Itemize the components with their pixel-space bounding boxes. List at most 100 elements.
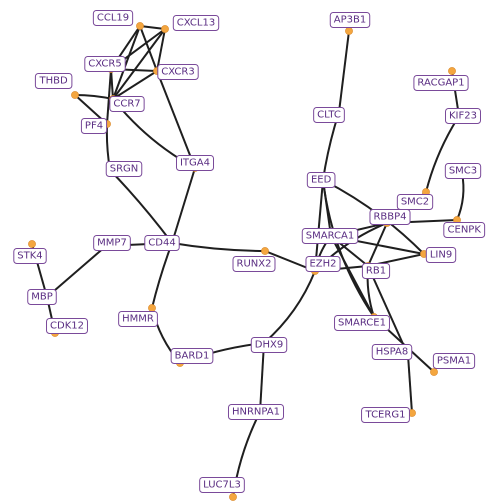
node-label-text: RACGAP1	[417, 78, 464, 89]
node-label-cd44: CD44	[144, 235, 180, 251]
edge-ccl19-ccr7	[112, 25, 141, 100]
node-label-hmmr: HMMR	[118, 311, 158, 327]
node-label-box	[250, 337, 288, 353]
node-label-box	[175, 155, 215, 171]
node-label-text: HSPA8	[376, 347, 408, 358]
node-racgap1	[448, 67, 456, 75]
node-label-ccr7: CCR7	[109, 96, 145, 112]
node-label-kif23: KIF23	[445, 108, 481, 124]
node-label-box	[361, 263, 391, 279]
node-label-cxcr5: CXCR5	[84, 56, 126, 72]
node-label-pf4: PF4	[80, 118, 108, 134]
edge-smc3-cenpk	[456, 172, 465, 221]
node-label-runx2: RUNX2	[232, 256, 276, 272]
node-label-box	[157, 64, 199, 80]
node-label-box	[172, 15, 220, 31]
edge-kif23-smc2	[425, 115, 460, 193]
node-label-box	[105, 161, 143, 177]
node-label-box	[305, 256, 341, 272]
node-label-box	[27, 289, 57, 305]
node-label-box	[329, 12, 371, 28]
edge-mmp7-mbp	[46, 245, 107, 298]
node-hmmr	[148, 304, 156, 312]
node-label-text: PSMA1	[437, 356, 471, 367]
node-label-psma1: PSMA1	[432, 353, 476, 369]
node-label-box	[334, 315, 390, 331]
node-ccl19	[136, 22, 144, 30]
node-label-thbd: THBD	[34, 73, 73, 89]
edge-cxcl13-ccr7	[112, 28, 166, 100]
node-label-text: EZH2	[309, 259, 336, 270]
node-label-text: CXCR3	[161, 67, 194, 78]
node-label-box	[144, 235, 180, 251]
node-runx2	[261, 247, 269, 255]
edge-cxcr5-pf4	[106, 68, 112, 125]
node-ap3b1	[345, 27, 353, 35]
node-label-bard1: BARD1	[170, 348, 214, 364]
node-label-box	[46, 318, 88, 334]
node-label-text: AP3B1	[334, 15, 366, 26]
node-label-text: HMMR	[122, 314, 154, 325]
edge-itga4-cd44	[171, 167, 196, 244]
node-label-box	[306, 172, 336, 188]
node-luc7l3	[229, 493, 237, 501]
node-label-smarce1: SMARCE1	[334, 315, 390, 331]
node-label-text: CLTC	[317, 110, 341, 121]
node-label-stk4: STK4	[13, 248, 47, 264]
node-label-hnrnpa1: HNRNPA1	[227, 404, 285, 420]
node-label-box	[361, 407, 410, 423]
edge-hspa8-tcerg1	[407, 354, 413, 414]
node-label-text: HNRNPA1	[232, 407, 280, 418]
node-label-box	[432, 353, 476, 369]
node-label-box	[443, 222, 486, 238]
node-label-box	[396, 194, 434, 210]
edge-dhx9-hnrnpa1	[259, 342, 265, 413]
node-label-text: CD44	[148, 238, 175, 249]
node-label-text: STK4	[17, 251, 42, 262]
edge-dhx9-ezh2	[263, 270, 316, 344]
node-label-text: RB1	[366, 266, 386, 277]
node-label-mbp: MBP	[27, 289, 57, 305]
node-label-text: CDK12	[50, 321, 84, 332]
node-label-box	[170, 348, 214, 364]
node-label-text: SMC2	[401, 197, 429, 208]
node-label-text: SRGN	[110, 164, 139, 175]
node-label-rb1: RB1	[361, 263, 391, 279]
node-label-text: PF4	[85, 121, 103, 132]
edge-ap3b1-cltc	[338, 30, 350, 113]
node-label-mmp7: MMP7	[93, 235, 131, 251]
node-label-text: ITGA4	[180, 158, 210, 169]
node-label-hspa8: HSPA8	[371, 344, 413, 360]
edge-runx2-cd44	[171, 242, 266, 252]
node-label-text: TCERG1	[365, 410, 406, 421]
node-label-text: CENPK	[448, 225, 482, 236]
node-label-box	[227, 404, 285, 420]
edge-ccl19-cxcr3	[139, 25, 158, 72]
node-label-text: EED	[311, 175, 332, 186]
node-label-text: CXCL13	[177, 18, 215, 29]
node-label-smc2: SMC2	[396, 194, 434, 210]
node-label-box	[13, 248, 47, 264]
node-label-ccl19: CCL19	[92, 10, 134, 26]
edge-thbd-ccr7	[74, 94, 114, 100]
node-label-box	[301, 228, 359, 244]
node-label-text: MBP	[31, 292, 53, 303]
node-label-text: RUNX2	[237, 259, 272, 270]
node-label-smarca1: SMARCA1	[301, 228, 359, 244]
node-label-racgap1: RACGAP1	[413, 75, 469, 91]
node-thbd	[71, 91, 79, 99]
edge-eed-smarce1	[322, 179, 375, 318]
edge-cd44-hmmr	[151, 242, 173, 309]
edge-cxcr3-ccr7	[112, 70, 158, 100]
node-label-text: LIN9	[430, 250, 452, 261]
node-label-box	[199, 477, 245, 493]
node-label-tcerg1: TCERG1	[361, 407, 410, 423]
node-label-text: SMARCE1	[338, 318, 386, 329]
node-label-srgn: SRGN	[105, 161, 143, 177]
edge-srgn-cd44	[109, 169, 173, 244]
node-stk4	[28, 240, 36, 248]
node-label-box	[84, 56, 126, 72]
node-label-box	[118, 311, 158, 327]
node-label-text: RBBP4	[373, 212, 406, 223]
